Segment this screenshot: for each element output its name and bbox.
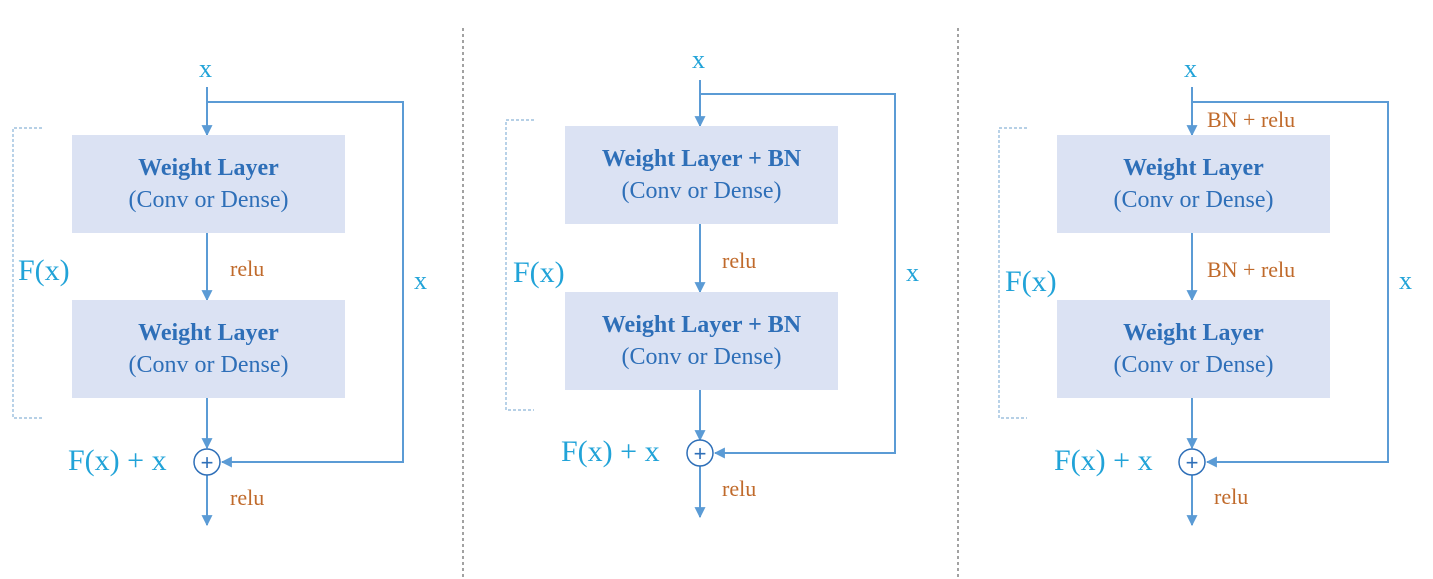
activation-label: BN + relu [1207,257,1296,282]
layer-subtitle: (Conv or Dense) [621,344,782,370]
layer-subtitle: (Conv or Dense) [621,178,782,204]
weight-layer-box-1: Weight Layer (Conv or Dense) [1057,135,1330,233]
sum-node [686,439,714,467]
sum-symbol: + [201,450,214,475]
output-activation-label: relu [1214,484,1249,509]
sum-node [1178,448,1206,476]
panel-3-connectors [1178,87,1389,527]
residual-function-label: F(x) [18,254,70,287]
shortcut-connection [1192,101,1389,468]
weight-layer-box-1: Weight Layer (Conv or Dense) [72,135,345,233]
shortcut-label: x [1399,266,1412,295]
activation-label: relu [230,256,265,281]
shortcut-connection [700,93,896,459]
sum-label: F(x) + x [68,444,167,477]
layer-title: Weight Layer [1123,320,1264,346]
residual-bracket [505,119,534,411]
layer-title: Weight Layer + BN [601,146,802,172]
activation-label: relu [722,248,757,273]
shortcut-label: x [414,266,427,295]
residual-function-label: F(x) [513,256,565,289]
weight-layer-box-1: Weight Layer + BN (Conv or Dense) [565,126,838,224]
input-label: x [1184,54,1197,83]
layer-title: Weight Layer [138,155,279,181]
residual-bracket [998,127,1027,419]
sum-symbol: + [694,441,707,466]
weight-layer-box-2: Weight Layer (Conv or Dense) [72,300,345,398]
sum-label: F(x) + x [561,435,660,468]
panel-1-connectors [193,87,404,527]
layer-subtitle: (Conv or Dense) [1113,352,1274,378]
weight-layer-box-2: Weight Layer (Conv or Dense) [1057,300,1330,398]
layer-title: Weight Layer [138,320,279,346]
panel-2-connectors [686,80,896,519]
output-activation-label: relu [230,485,265,510]
layer-subtitle: (Conv or Dense) [128,187,289,213]
layer-subtitle: (Conv or Dense) [1113,187,1274,213]
pre-activation-label: BN + relu [1207,107,1296,132]
sum-label: F(x) + x [1054,444,1153,477]
layer-title: Weight Layer [1123,155,1264,181]
sum-symbol: + [1186,450,1199,475]
sum-node [193,448,221,476]
residual-function-label: F(x) [1005,265,1057,298]
output-activation-label: relu [722,476,757,501]
shortcut-label: x [906,258,919,287]
layer-title: Weight Layer + BN [601,312,802,338]
shortcut-connection [207,101,404,468]
input-label: x [199,54,212,83]
input-label: x [692,45,705,74]
layer-subtitle: (Conv or Dense) [128,352,289,378]
weight-layer-box-2: Weight Layer + BN (Conv or Dense) [565,292,838,390]
